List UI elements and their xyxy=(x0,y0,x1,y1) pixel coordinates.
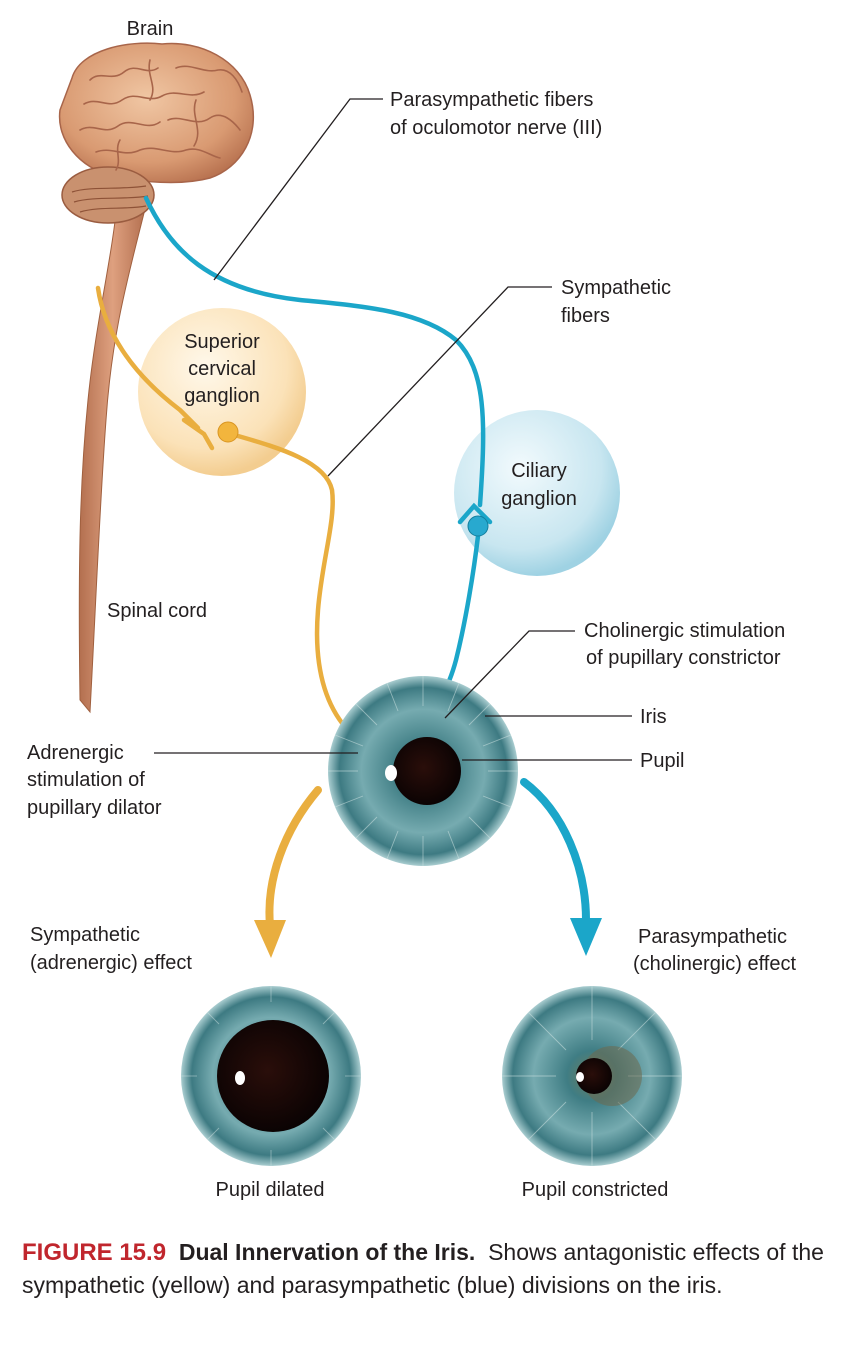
constricted-eye xyxy=(502,986,682,1166)
superior-cervical-ganglion xyxy=(138,308,306,476)
sympathetic-synapse xyxy=(217,421,239,443)
label-ciliary-line2: ganglion xyxy=(501,488,577,510)
label-adrenergic-line2: stimulation of xyxy=(27,769,145,791)
label-cholinergic-line2: of pupillary constrictor xyxy=(586,647,781,669)
label-superior-line1: Superior xyxy=(184,331,260,353)
main-eye xyxy=(328,676,518,866)
label-parasympathetic-fibers-line2: of oculomotor nerve (III) xyxy=(390,117,603,139)
label-sympathetic-effect-line2: (adrenergic) effect xyxy=(30,952,192,974)
label-superior-line3: ganglion xyxy=(184,385,260,407)
label-superior-line2: cervical xyxy=(188,358,256,380)
label-brain: Brain xyxy=(126,18,174,40)
label-sympathetic-fibers-line2: fibers xyxy=(561,305,610,327)
spinal-cord-shape xyxy=(78,194,147,714)
label-cholinergic-line1: Cholinergic stimulation xyxy=(584,620,786,642)
dilated-eye xyxy=(181,986,361,1166)
label-sympathetic-fibers-line1: Sympathetic xyxy=(561,277,672,299)
parasympathetic-effect-arrow xyxy=(520,778,602,956)
figure-title: Dual Innervation of the Iris. xyxy=(178,1239,476,1265)
label-ciliary-line1: Ciliary xyxy=(511,460,567,482)
label-parasympathetic-effect-line2: (cholinergic) effect xyxy=(633,953,797,975)
label-parasympathetic-fibers-line1: Parasympathetic fibers xyxy=(390,89,594,111)
label-adrenergic-line3: pupillary dilator xyxy=(27,797,162,819)
label-sympathetic-effect-line1: Sympathetic xyxy=(30,924,141,946)
brain-illustration xyxy=(58,42,255,224)
parasympathetic-synapse xyxy=(467,515,489,537)
label-pupil-dilated: Pupil dilated xyxy=(215,1179,325,1201)
figure-caption-text: Shows antagonistic effects of the sympat… xyxy=(22,1239,824,1298)
label-parasympathetic-effect-line1: Parasympathetic xyxy=(638,926,787,948)
figure-caption: FIGURE 15.9 Dual Innervation of the Iris… xyxy=(22,1236,832,1301)
label-spinal-cord: Spinal cord xyxy=(107,600,208,622)
label-adrenergic-line1: Adrenergic xyxy=(27,742,124,764)
leader-lines xyxy=(154,98,632,761)
sympathetic-effect-arrow xyxy=(254,786,322,958)
ciliary-ganglion xyxy=(454,410,620,576)
label-pupil: Pupil xyxy=(640,750,685,772)
label-iris: Iris xyxy=(640,706,667,728)
figure-number: FIGURE 15.9 xyxy=(22,1239,167,1266)
label-pupil-constricted: Pupil constricted xyxy=(521,1179,669,1201)
